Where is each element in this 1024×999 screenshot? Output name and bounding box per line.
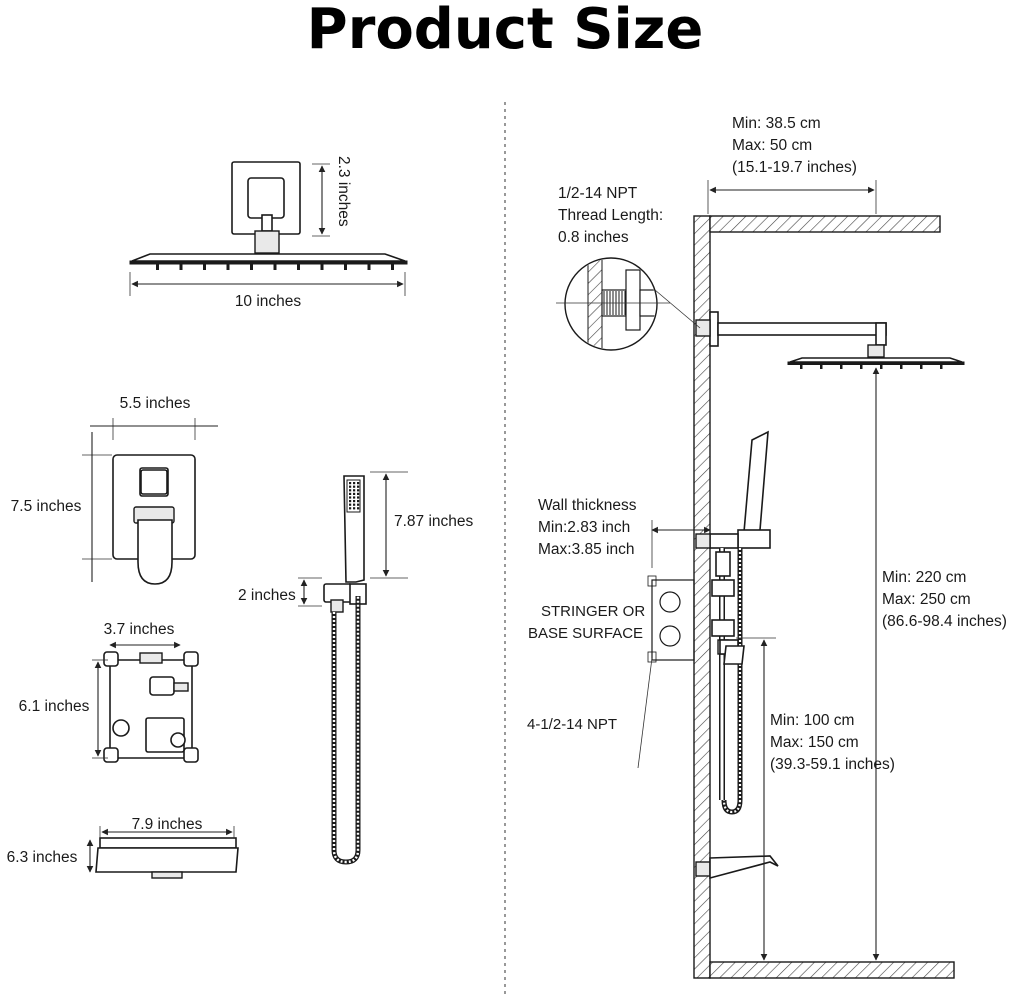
detail-mark [353, 496, 356, 499]
detail-mark [800, 364, 803, 369]
detail-mark [349, 482, 352, 485]
wall-thickness-dimension: Wall thickness Min:2.83 inch Max:3.85 in… [538, 497, 711, 558]
showerhead-width-label: 10 inches [235, 293, 302, 310]
wall-valve-drawing [637, 520, 695, 769]
showerhead-width-dimension: 10 inches [129, 272, 406, 310]
trim-width-label: 5.5 inches [120, 395, 191, 412]
thread-label-line3: 0.8 inches [558, 229, 629, 246]
detail-mark [357, 489, 360, 492]
detail-mark [297, 264, 300, 270]
npt4-label: 4-1/2-14 NPT [527, 716, 617, 733]
arm-inches-label: (15.1-19.7 inches) [732, 159, 857, 176]
detail-mark [353, 489, 356, 492]
showerhead-height-from-floor-dimension: Min: 220 cm Max: 250 cm (86.6-98.4 inche… [872, 367, 1007, 961]
detail-mark [349, 492, 352, 495]
arm-max-label: Max: 50 cm [732, 137, 812, 154]
base-width-dimension: 7.9 inches [99, 816, 235, 838]
valve-max-label: Max: 150 cm [770, 734, 859, 751]
detail-mark [353, 507, 356, 510]
detail-mark [156, 264, 159, 270]
trim-plate-drawing [112, 454, 196, 585]
detail-mark [860, 364, 863, 369]
detail-mark [226, 264, 230, 270]
detail-mark [179, 264, 183, 270]
handheld-shower-drawing [323, 475, 367, 865]
showerhead-height-dimension: 2.3 inches [312, 156, 352, 237]
valve-height-label: 6.1 inches [19, 698, 90, 715]
detail-mark [357, 492, 360, 495]
wall-structure [693, 215, 955, 979]
valve-height-from-floor-dimension: Min: 100 cm Max: 150 cm (39.3-59.1 inche… [736, 637, 895, 961]
page-title: Product Size [307, 0, 704, 62]
detail-mark [250, 264, 253, 270]
detail-mark [367, 264, 371, 270]
trim-height-label: 7.5 inches [11, 498, 82, 515]
detail-mark [357, 503, 360, 506]
detail-mark [900, 364, 903, 369]
detail-mark [353, 482, 356, 485]
detail-mark [357, 496, 360, 499]
detail-mark [349, 496, 352, 499]
detail-mark [349, 503, 352, 506]
holder-height-dimension: 2 inches [238, 577, 322, 607]
detail-mark [353, 500, 356, 503]
detail-mark [353, 485, 356, 488]
installed-handheld-and-rail [695, 430, 771, 815]
trim-height-dimension: 7.5 inches [11, 432, 112, 582]
detail-mark [344, 264, 347, 270]
holder-height-label: 2 inches [238, 587, 296, 604]
detail-mark [940, 364, 943, 369]
thread-label-line2: Thread Length: [558, 207, 663, 224]
base-drawing [95, 837, 239, 879]
arm-min-label: Min: 38.5 cm [732, 115, 821, 132]
detail-mark [203, 264, 206, 270]
base-height-label: 6.3 inches [7, 849, 78, 866]
valve-width-dimension: 3.7 inches [104, 621, 181, 649]
detail-mark [353, 503, 356, 506]
handheld-length-dimension: 7.87 inches [370, 471, 474, 579]
head-inches-label: (86.6-98.4 inches) [882, 613, 1007, 630]
trim-width-dimension: 5.5 inches [90, 395, 218, 440]
detail-mark [349, 489, 352, 492]
arm-length-dimension: Min: 38.5 cm Max: 50 cm (15.1-19.7 inche… [707, 115, 877, 214]
detail-mark [920, 364, 923, 369]
detail-mark [349, 507, 352, 510]
detail-mark [353, 492, 356, 495]
detail-mark [357, 500, 360, 503]
thread-label-line1: 1/2-14 NPT [558, 185, 638, 202]
detail-mark [320, 264, 324, 270]
handheld-length-label: 7.87 inches [394, 513, 474, 530]
stringer-label-line1: STRINGER OR [541, 603, 645, 620]
detail-mark [820, 364, 823, 369]
valve-inches-label: (39.3-59.1 inches) [770, 756, 895, 773]
detail-mark [357, 507, 360, 510]
valve-min-label: Min: 100 cm [770, 712, 854, 729]
head-max-label: Max: 250 cm [882, 591, 971, 608]
detail-mark [273, 264, 277, 270]
base-width-label: 7.9 inches [132, 816, 203, 833]
base-height-dimension: 6.3 inches [7, 839, 94, 873]
installed-showerhead [695, 311, 965, 369]
wall-thickness-line3: Max:3.85 inch [538, 541, 635, 558]
detail-mark [357, 482, 360, 485]
showerhead-drawing [129, 161, 408, 270]
detail-mark [391, 264, 394, 270]
detail-mark [357, 485, 360, 488]
detail-mark [840, 364, 843, 369]
detail-mark [880, 364, 883, 369]
head-min-label: Min: 220 cm [882, 569, 966, 586]
showerhead-height-label: 2.3 inches [335, 156, 352, 227]
thread-detail-callout: 1/2-14 NPT Thread Length: 0.8 inches [556, 185, 701, 351]
wall-thickness-line2: Min:2.83 inch [538, 519, 630, 536]
detail-mark [349, 500, 352, 503]
valve-height-dimension: 6.1 inches [19, 659, 108, 759]
valve-width-label: 3.7 inches [104, 621, 175, 638]
valve-body-drawing [103, 651, 199, 763]
stringer-label-line2: BASE SURFACE [528, 625, 643, 642]
wall-thickness-line1: Wall thickness [538, 497, 637, 514]
detail-mark [349, 485, 352, 488]
